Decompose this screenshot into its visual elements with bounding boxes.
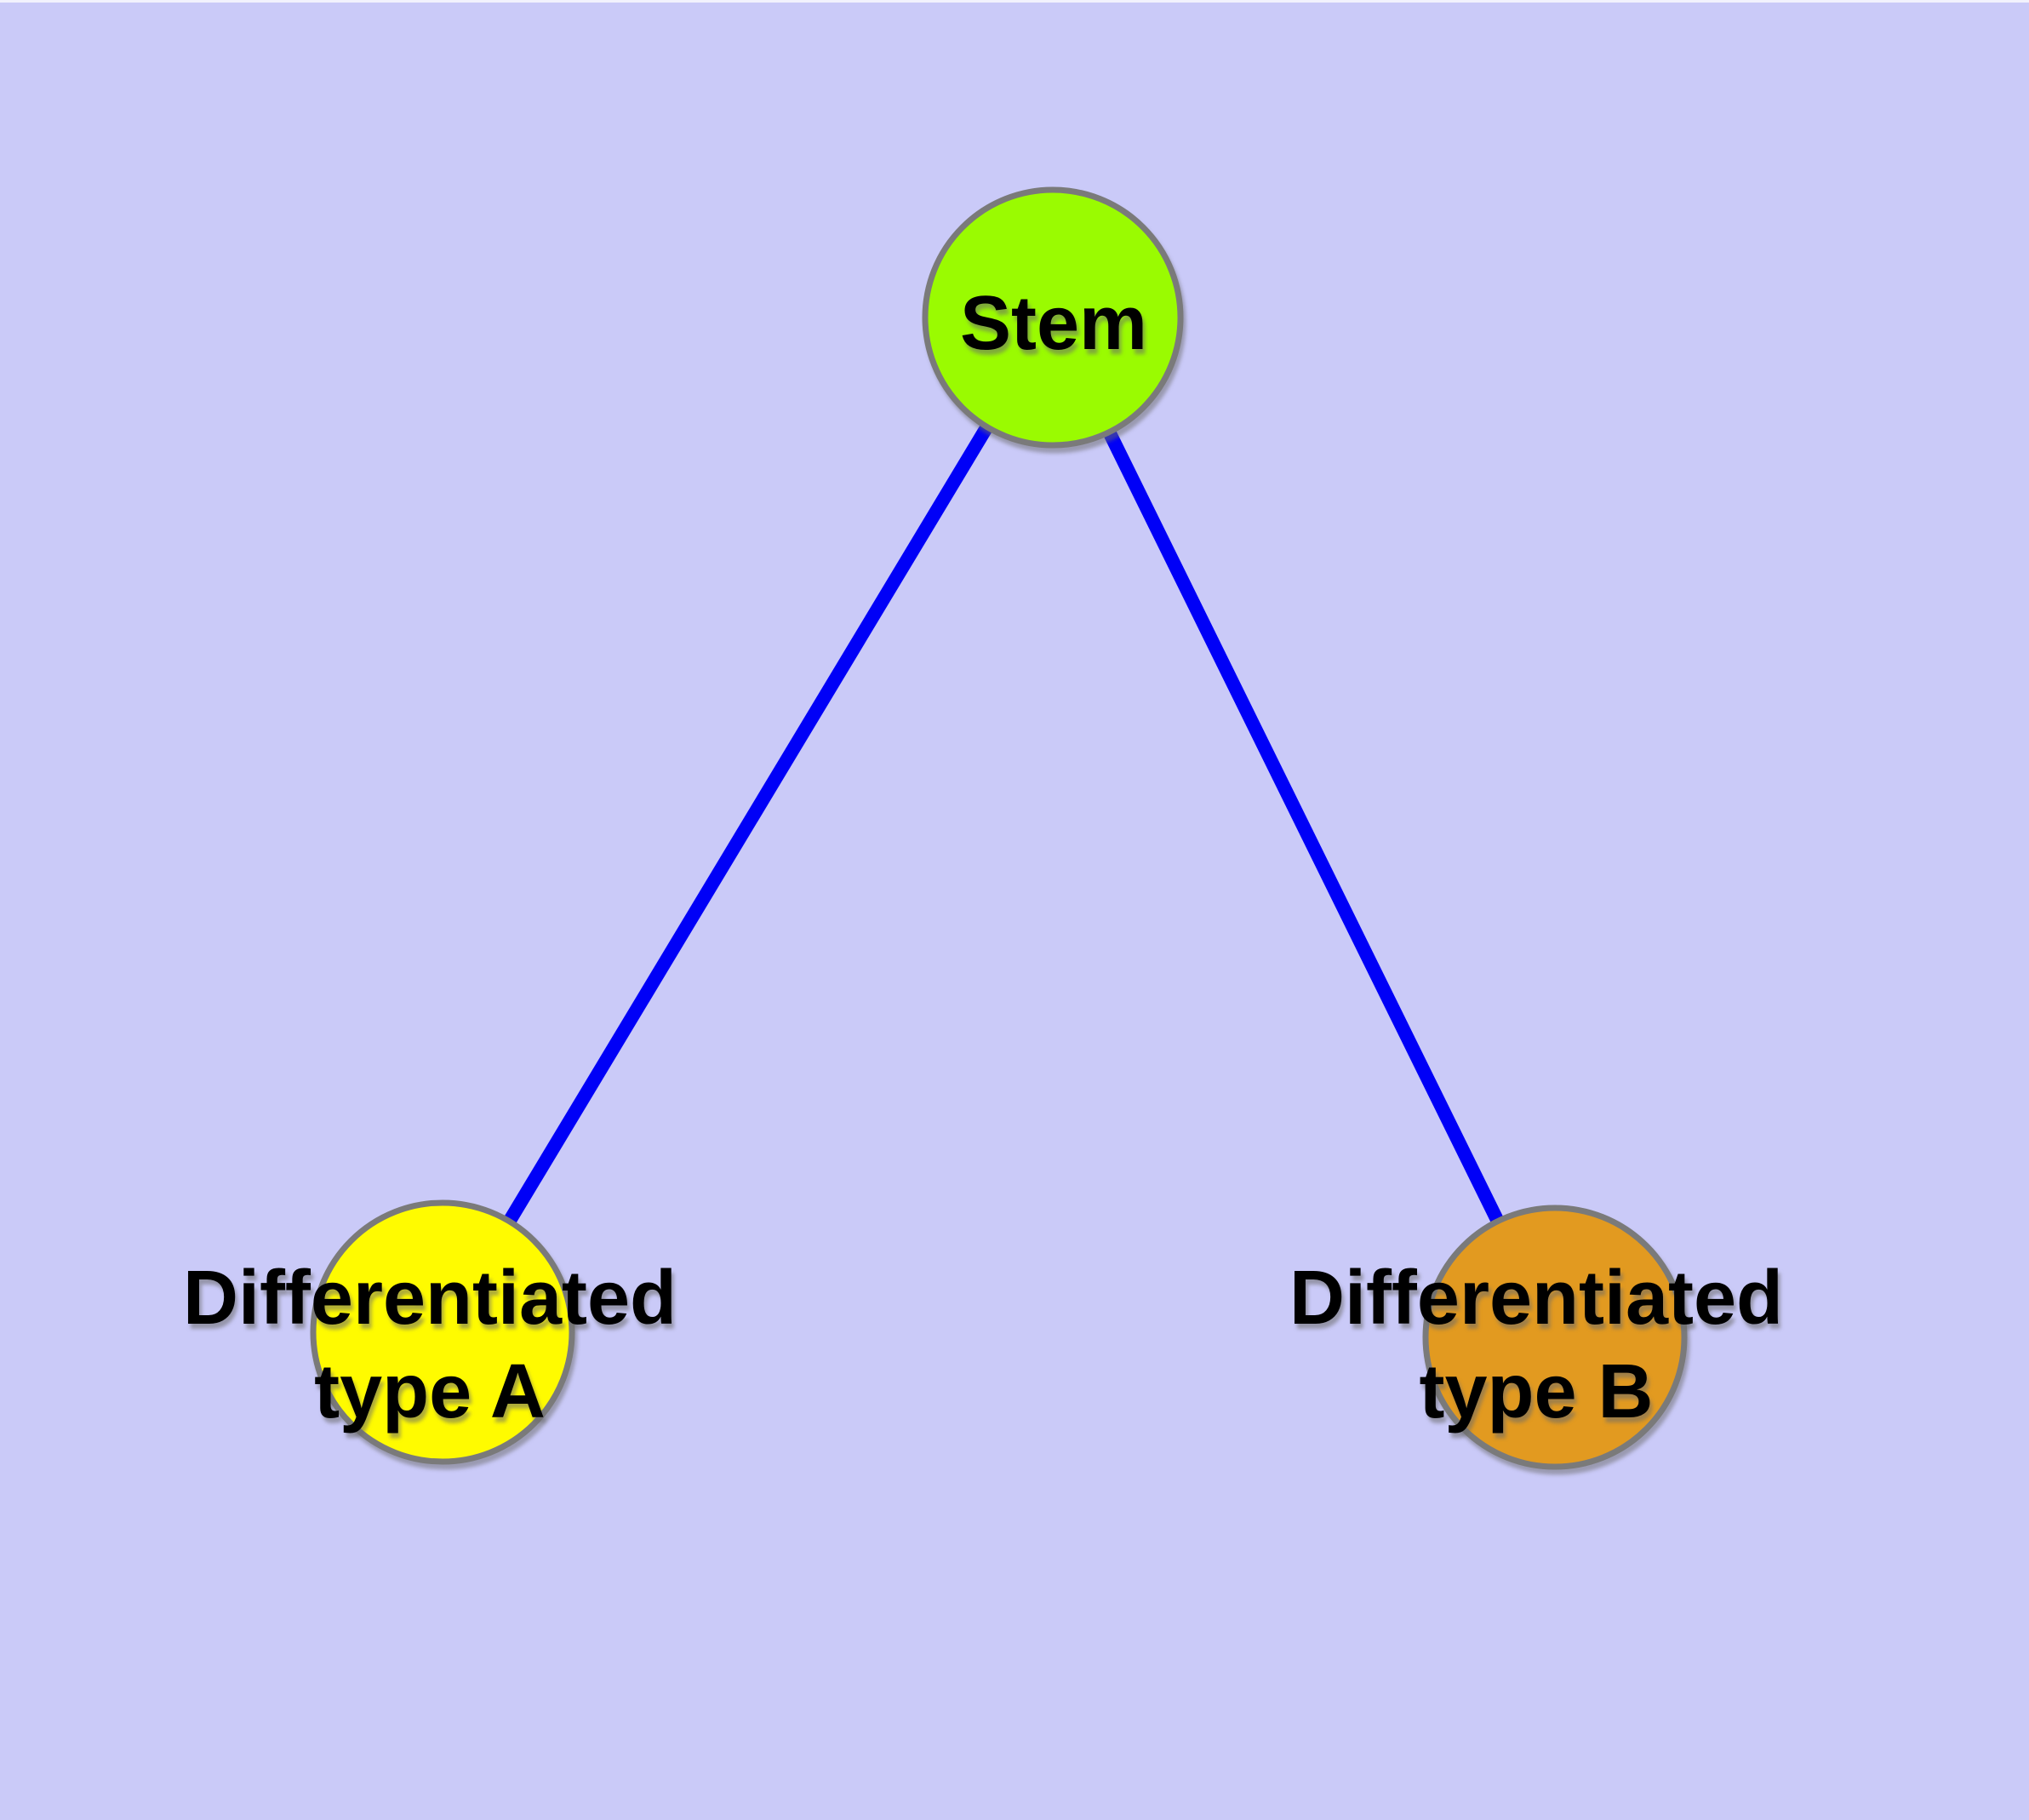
edge-stem-to-type-b [1046, 314, 1562, 1341]
type-a-node-label-line1: Differentiated [183, 1256, 677, 1341]
type-b-node-label-line2: type B [1419, 1349, 1653, 1434]
label-group: Stem Differentiated type A Differentiate… [183, 281, 1783, 1434]
node-group [310, 186, 1688, 1470]
edge-group [437, 313, 1562, 1341]
type-b-node-circle [1422, 1205, 1688, 1470]
type-a-node-label-line2: type A [314, 1349, 546, 1434]
top-edge-strip [0, 0, 2029, 3]
edge-stem-to-type-a [437, 313, 1059, 1336]
type-a-node-circle [310, 1199, 575, 1465]
stem-node-label: Stem [960, 281, 1147, 366]
type-b-node-label-line1: Differentiated [1289, 1256, 1783, 1341]
stem-node-circle [922, 186, 1184, 449]
